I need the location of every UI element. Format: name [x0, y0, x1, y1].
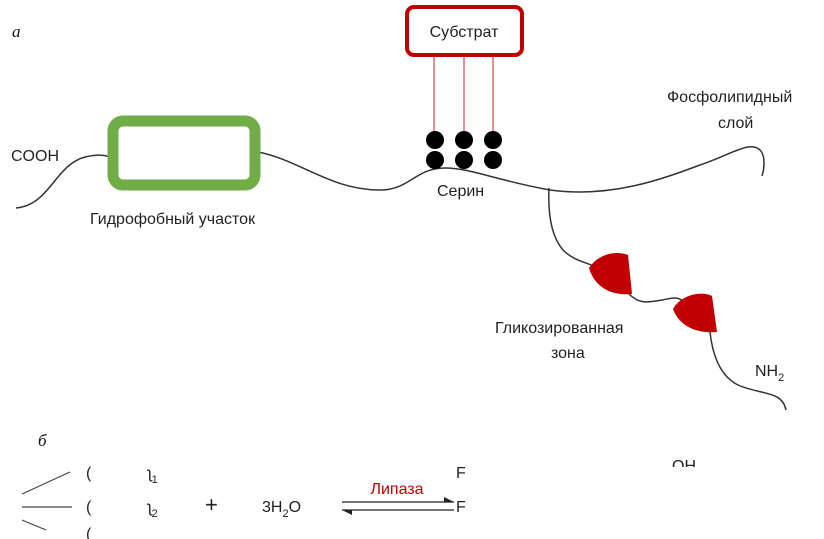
serine-label: Серин [437, 183, 484, 200]
enzyme-label: Липаза [370, 481, 423, 498]
group-2-r: ʅ2 [147, 499, 158, 520]
backbone-line-1 [21, 471, 71, 495]
group-3-prefix: ( [86, 526, 92, 539]
serine-dot [455, 151, 473, 169]
glyco-label-line2: зона [551, 345, 585, 362]
serine-dot [426, 131, 444, 149]
hydrophobic-label: Гидрофобный участок [90, 211, 256, 228]
substrate-box [405, 5, 524, 57]
glycosylated-tail [548, 187, 787, 411]
product-2: F [456, 499, 466, 516]
backbone-line-3 [21, 519, 47, 531]
panel-b-label: б [38, 431, 47, 450]
reverse-arrowhead [342, 510, 352, 515]
panel-a-label: а [12, 22, 21, 41]
glyco-unit-1 [589, 252, 632, 295]
serine-dot [484, 131, 502, 149]
glyco-unit-2 [673, 293, 717, 333]
oh-group: OH [672, 458, 696, 475]
protein-chain [15, 145, 765, 209]
phospholipid-label-line2: слой [718, 115, 753, 132]
nh2-label: NH2 [755, 363, 784, 384]
group-2-prefix: ( [86, 499, 92, 516]
product-1: F [456, 465, 466, 482]
forward-arrowhead [444, 497, 454, 502]
serine-dot [484, 151, 502, 169]
serine-dot [455, 131, 473, 149]
water-formula: 3H2O [262, 499, 301, 520]
group-1-r: ʅ1 [147, 465, 158, 486]
group-1-prefix: ( [86, 465, 92, 482]
serine-dot [426, 151, 444, 169]
hydrophobic-segment [107, 115, 261, 191]
cooh-label: COOH [11, 148, 59, 165]
phospholipid-label-line1: Фосфолипидный [667, 89, 792, 106]
oh-label: OH [672, 458, 696, 475]
plus-sign: + [205, 492, 218, 517]
substrate-label: Субстрат [430, 24, 499, 41]
glyco-label-line1: Гликозированная [495, 320, 623, 337]
